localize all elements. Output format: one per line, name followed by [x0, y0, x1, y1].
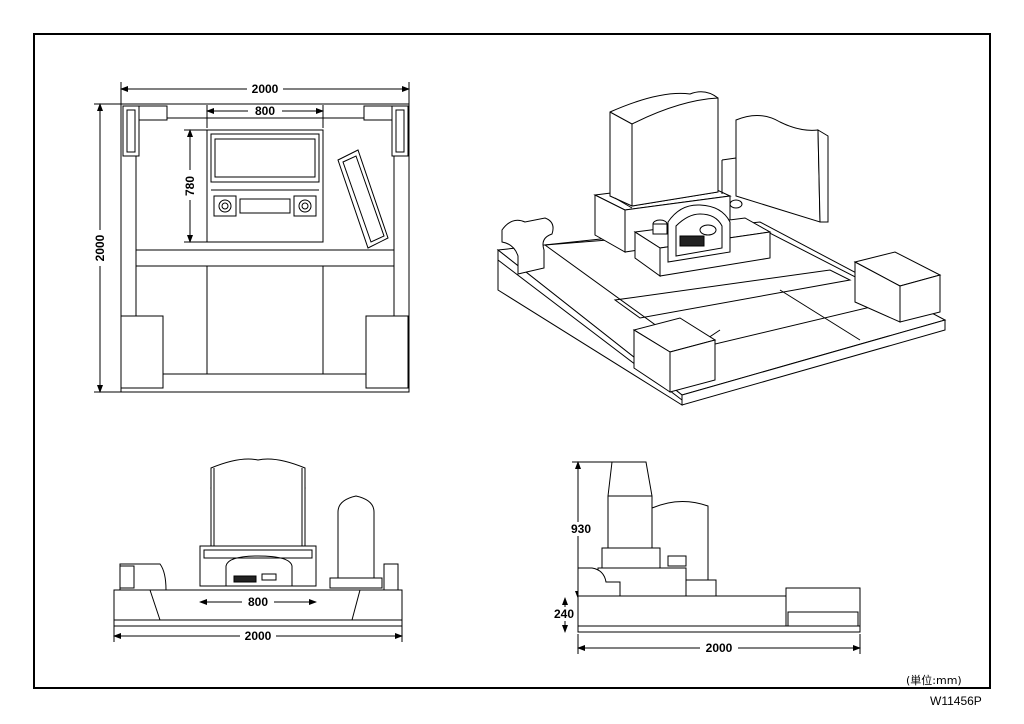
plan-view: 2000 2000 800 780: [93, 82, 410, 393]
plan-overall-width-label: 2000: [252, 82, 279, 96]
isometric-view: [496, 91, 947, 406]
drawing-code: W11456P: [930, 694, 982, 708]
front-base-width-label: 800: [248, 595, 268, 609]
side-overall-depth-label: 2000: [706, 641, 733, 655]
plan-stone-width-label: 800: [255, 104, 275, 118]
side-view: 930 240 2000: [549, 461, 861, 655]
side-headstone-height-label: 930: [571, 522, 591, 536]
side-base-height-label: 240: [554, 607, 574, 621]
plan-stone-depth-label: 780: [183, 176, 197, 196]
unit-note: (単位:mm): [906, 674, 962, 687]
front-view: 650 800 2000: [113, 458, 403, 643]
drawing-frame: [33, 33, 991, 689]
front-overall-width-label: 2000: [245, 629, 272, 643]
plan-overall-depth-label: 2000: [93, 234, 107, 261]
